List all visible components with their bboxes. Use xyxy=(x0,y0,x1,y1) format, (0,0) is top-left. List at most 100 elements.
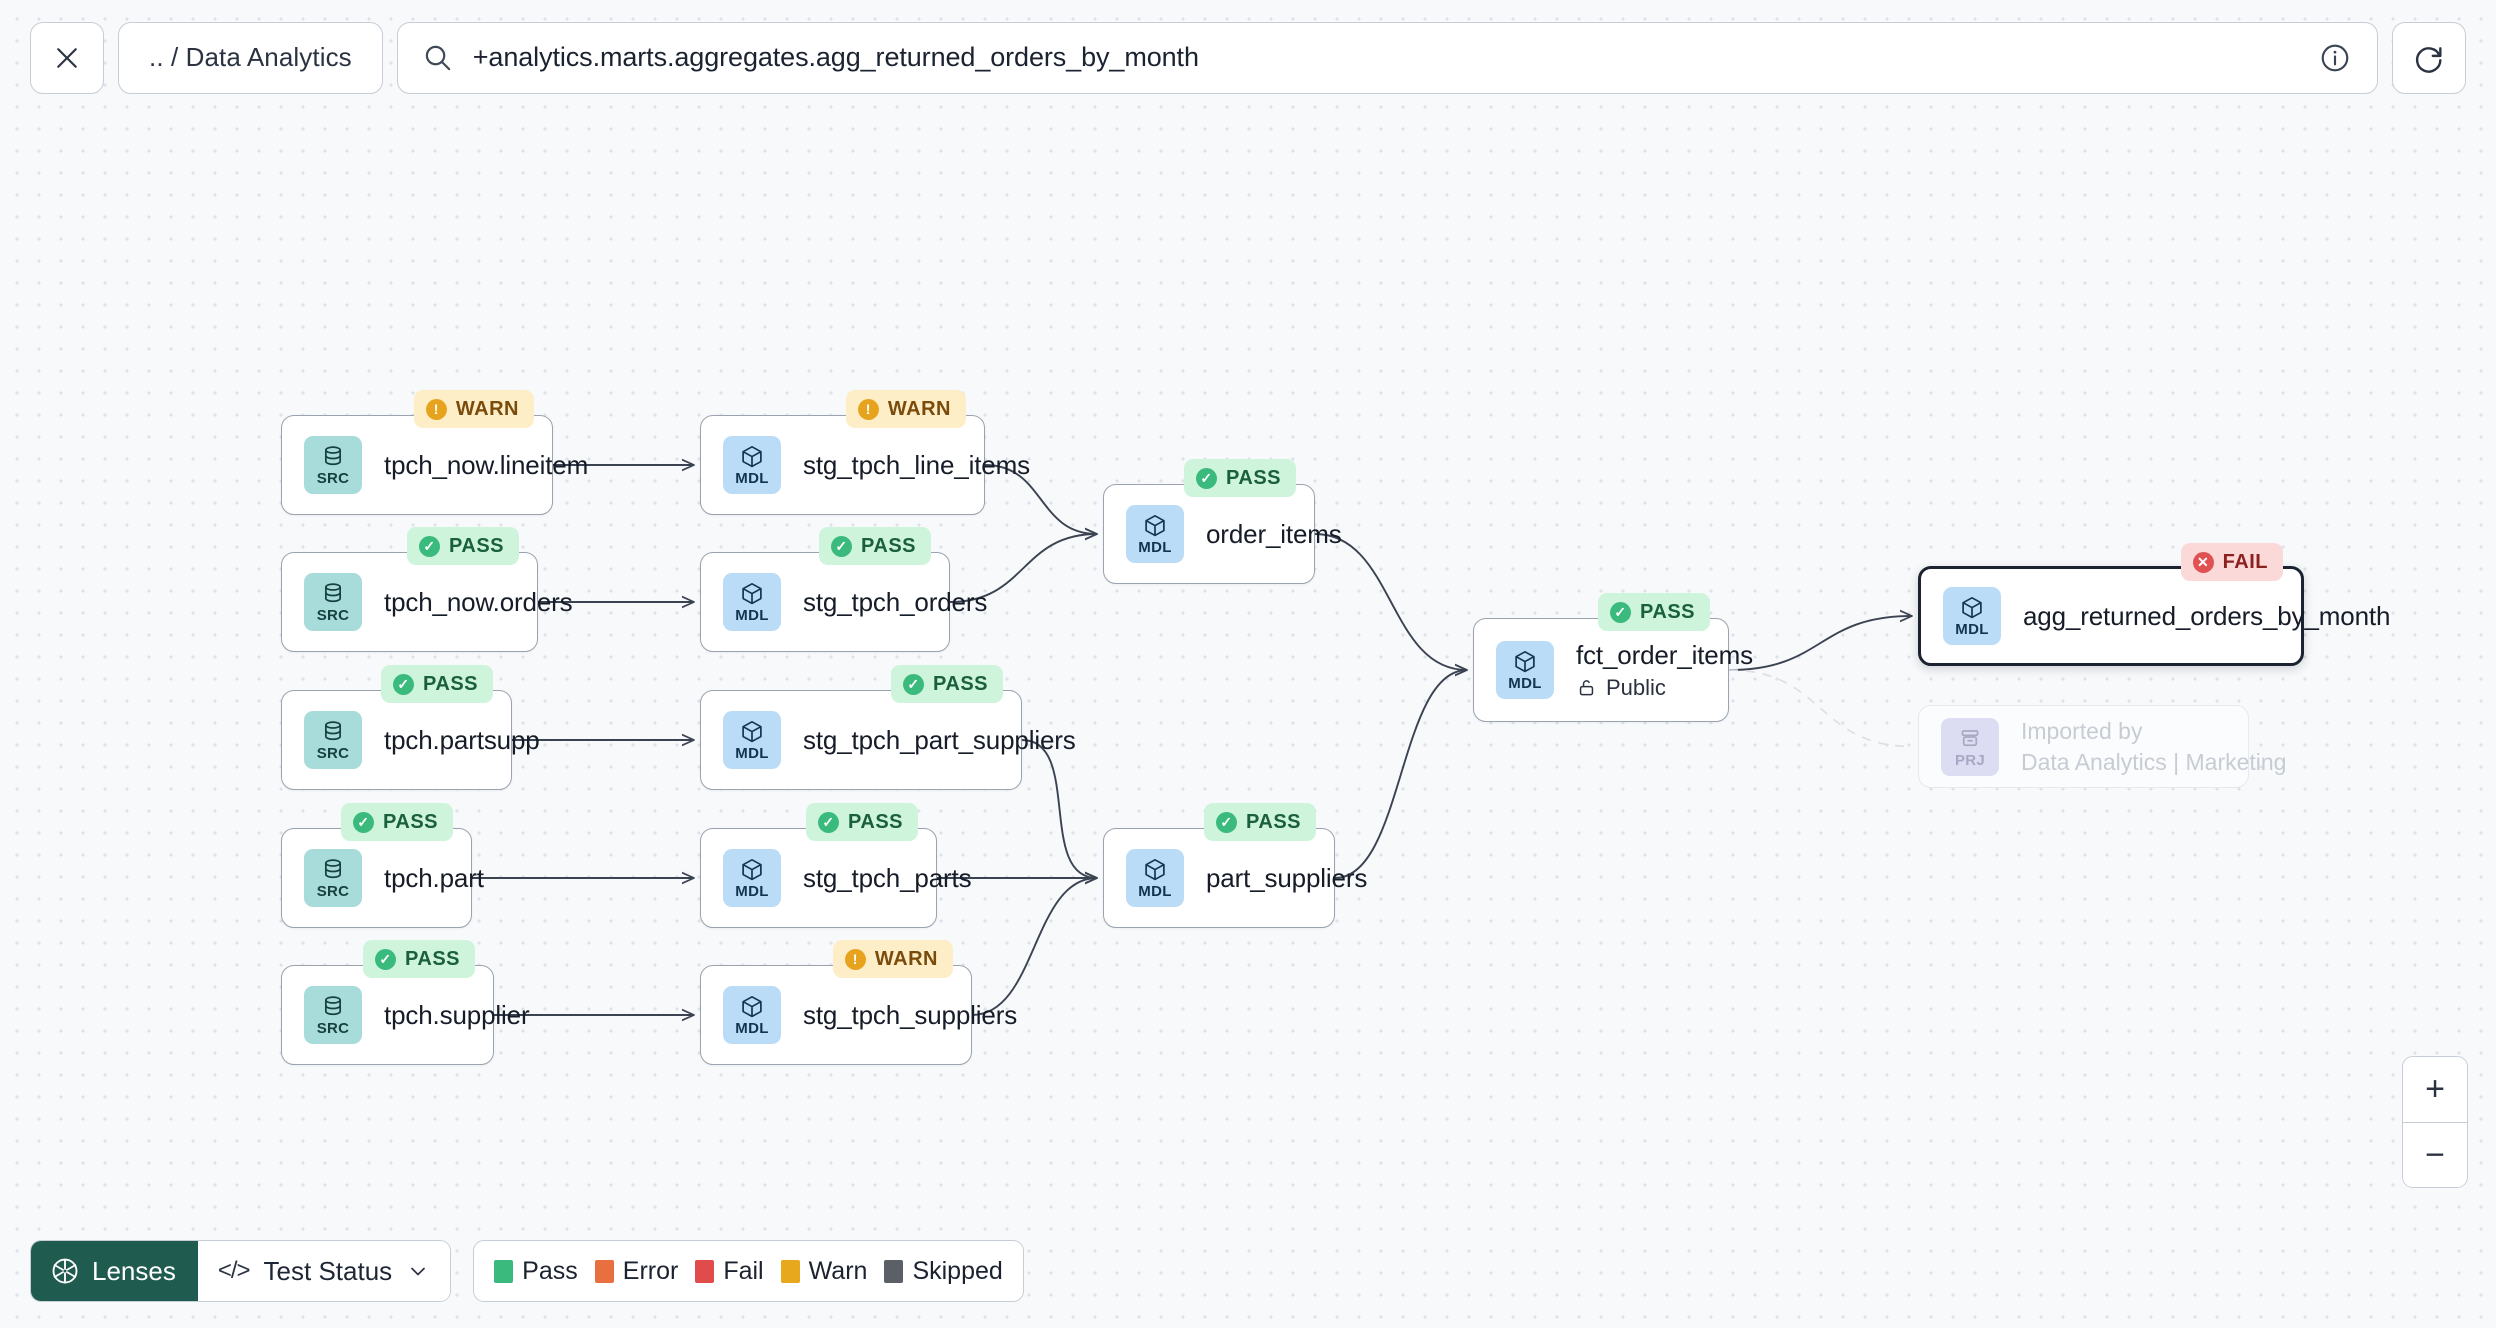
legend-item-fail[interactable]: Fail xyxy=(695,1257,764,1286)
status-badge-label: PASS xyxy=(449,534,504,557)
legend-label: Pass xyxy=(522,1256,578,1285)
edge-n10-n12 xyxy=(1314,533,1467,670)
node-body: order_items xyxy=(1206,519,1342,550)
edge-n9-n11 xyxy=(971,878,1097,1016)
status-badge: ✓PASS xyxy=(806,803,918,841)
status-dot-icon: ✓ xyxy=(375,948,397,970)
node-title: part_suppliers xyxy=(1206,862,1368,893)
node-title: tpch_now.lineitem xyxy=(384,449,589,480)
cube-icon xyxy=(1145,858,1165,881)
cube-icon xyxy=(1145,514,1165,537)
status-badge: ✓PASS xyxy=(1204,803,1316,841)
top-toolbar: .. / Data Analytics +analytics.marts.agg… xyxy=(0,0,2496,115)
cube-icon xyxy=(742,995,762,1018)
legend-item-warn[interactable]: Warn xyxy=(780,1256,868,1286)
status-badge-label: PASS xyxy=(1640,600,1695,623)
node-title: fct_order_items xyxy=(1576,639,1753,670)
legend-swatch xyxy=(594,1259,614,1283)
node-type-label: MDL xyxy=(735,470,769,487)
node-title: stg_tpch_suppliers xyxy=(803,999,1018,1030)
node-type-chip: MDL xyxy=(723,573,781,631)
edge-n7-n11 xyxy=(1021,739,1097,878)
status-badge: ✓ PASS xyxy=(1598,593,1710,631)
node-type-label: MDL xyxy=(735,745,769,762)
node-type-label: SRC xyxy=(316,745,350,762)
legend-item-error[interactable]: Error xyxy=(594,1256,679,1286)
status-dot-icon: ✓ xyxy=(831,535,853,557)
graph-node-stg-tpch-orders[interactable]: ✓ PASS MDL stg_tpch_orders xyxy=(700,527,987,652)
breadcrumb-button[interactable]: .. / Data Analytics xyxy=(118,21,383,94)
cube-icon xyxy=(1515,650,1535,673)
status-badge: !WARN xyxy=(845,390,966,428)
database-icon xyxy=(324,446,342,466)
legend-item-skipped[interactable]: Skipped xyxy=(884,1257,1003,1286)
database-icon xyxy=(324,721,342,741)
status-dot-icon: ✓ xyxy=(903,673,925,695)
legend-label: Error xyxy=(622,1256,679,1285)
chevron-down-icon xyxy=(411,1267,426,1276)
node-type-label: MDL xyxy=(1955,621,1989,638)
status-badge-label: PASS xyxy=(848,810,903,833)
search-bar[interactable]: +analytics.marts.aggregates.agg_returned… xyxy=(396,21,2378,94)
legend-label: Warn xyxy=(808,1256,868,1285)
search-input[interactable]: +analytics.marts.aggregates.agg_returned… xyxy=(472,42,1199,72)
status-badge: ✓PASS xyxy=(341,803,453,841)
status-badge-label: PASS xyxy=(405,947,460,970)
cube-icon xyxy=(742,582,762,605)
status-dot-icon: ✓ xyxy=(1196,467,1218,489)
zoom-in-button[interactable]: + xyxy=(2403,1057,2467,1122)
status-dot-icon: ✓ xyxy=(1610,601,1632,623)
status-badge-label: PASS xyxy=(423,672,478,695)
status-dot-icon: ! xyxy=(857,398,879,420)
status-badge-label: PASS xyxy=(861,534,916,557)
status-badge: ✓PASS xyxy=(1184,459,1296,497)
lenses-label: Lenses xyxy=(92,1255,176,1286)
cube-icon xyxy=(742,445,762,468)
status-badge: ✓PASS xyxy=(407,527,519,565)
database-icon xyxy=(324,859,342,879)
status-badge-label: WARN xyxy=(455,397,519,420)
node-type-chip: MDL xyxy=(723,986,781,1044)
zoom-out-button[interactable]: − xyxy=(2403,1122,2467,1187)
aperture-icon xyxy=(52,1258,78,1284)
imported-by-label: Imported by xyxy=(2021,717,2143,744)
node-title: tpch.partsupp xyxy=(384,724,540,755)
close-button[interactable] xyxy=(30,21,104,94)
node-title: stg_tpch_orders xyxy=(803,586,988,617)
lens-control-group: Lenses </> Test Status xyxy=(30,1240,452,1302)
close-icon xyxy=(57,47,77,68)
status-badge-label: WARN xyxy=(874,947,938,970)
node-body: tpch_now.lineitem xyxy=(384,450,588,481)
info-icon xyxy=(2321,44,2349,71)
status-badge-label: PASS xyxy=(933,672,988,695)
node-title: stg_tpch_parts xyxy=(803,862,972,893)
info-button[interactable] xyxy=(2319,42,2351,74)
node-type-label: SRC xyxy=(316,607,350,624)
node-type-label: PRJ xyxy=(1954,751,1986,769)
lens-select[interactable]: </> Test Status xyxy=(197,1241,451,1301)
refresh-button[interactable] xyxy=(2392,21,2466,94)
lenses-button[interactable]: Lenses xyxy=(31,1241,198,1301)
node-type-chip: MDL xyxy=(1126,505,1184,563)
node-subtitle: Public xyxy=(1576,675,1753,701)
legend-item-pass[interactable]: Pass xyxy=(494,1257,578,1286)
cube-icon xyxy=(1962,596,1982,619)
node-type-label: SRC xyxy=(316,470,350,487)
